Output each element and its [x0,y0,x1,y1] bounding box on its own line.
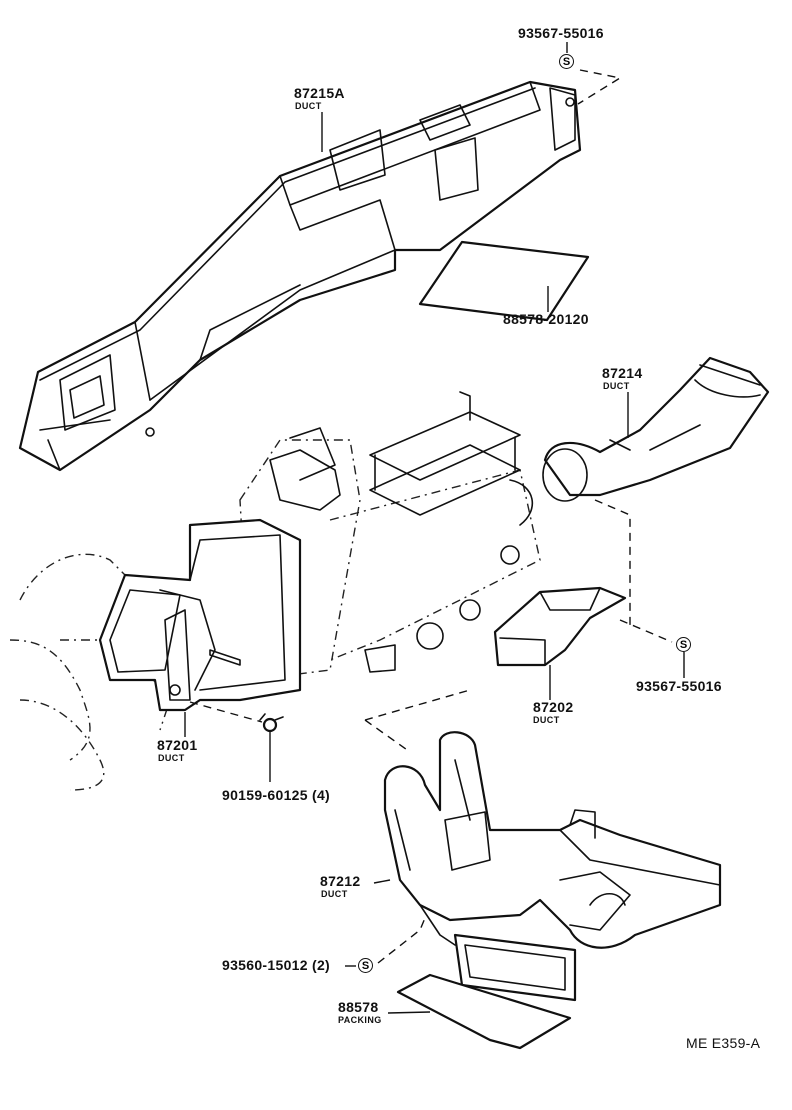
bolt-90159-60125-drawing [189,701,284,733]
part-number-87202: 87202 [533,699,574,715]
leader-lines [184,42,685,1014]
part-name-87215a: DUCT [295,101,322,111]
part-number-88578: 88578 [338,999,379,1015]
part-number-93567-55016-mid: 93567-55016 [636,678,722,694]
part-name-87214: DUCT [603,381,630,391]
part-name-88578: PACKING [338,1015,382,1025]
duct-87214-drawing [542,356,770,502]
part-number-88578-20120: 88578-20120 [503,311,589,327]
part-name-87201: DUCT [158,753,185,763]
screw-symbol-mid: S [676,637,691,652]
part-number-90159-60125: 90159-60125 (4) [222,787,331,803]
packing-88578-drawing [396,973,572,1050]
packing-88578-20120-drawing [418,240,590,322]
part-number-87201: 87201 [157,737,198,753]
screw-symbol-top: S [559,54,574,69]
part-number-93567-55016-top: 93567-55016 [518,25,604,41]
part-number-87215a: 87215A [294,85,345,101]
part-name-87212: DUCT [321,889,348,899]
duct-87215a-drawing [18,80,582,472]
screw-symbol-lower: S [358,958,373,973]
part-number-87214: 87214 [602,365,643,381]
gasket-drawing [453,933,577,1002]
duct-87212-drawing [383,731,722,949]
part-number-87212: 87212 [320,873,361,889]
diagram-code: ME E359-A [686,1035,761,1051]
duct-87202-drawing [493,586,627,667]
part-name-87202: DUCT [533,715,560,725]
part-number-93560-15012: 93560-15012 (2) [222,957,331,973]
duct-87201-drawing [98,518,302,712]
